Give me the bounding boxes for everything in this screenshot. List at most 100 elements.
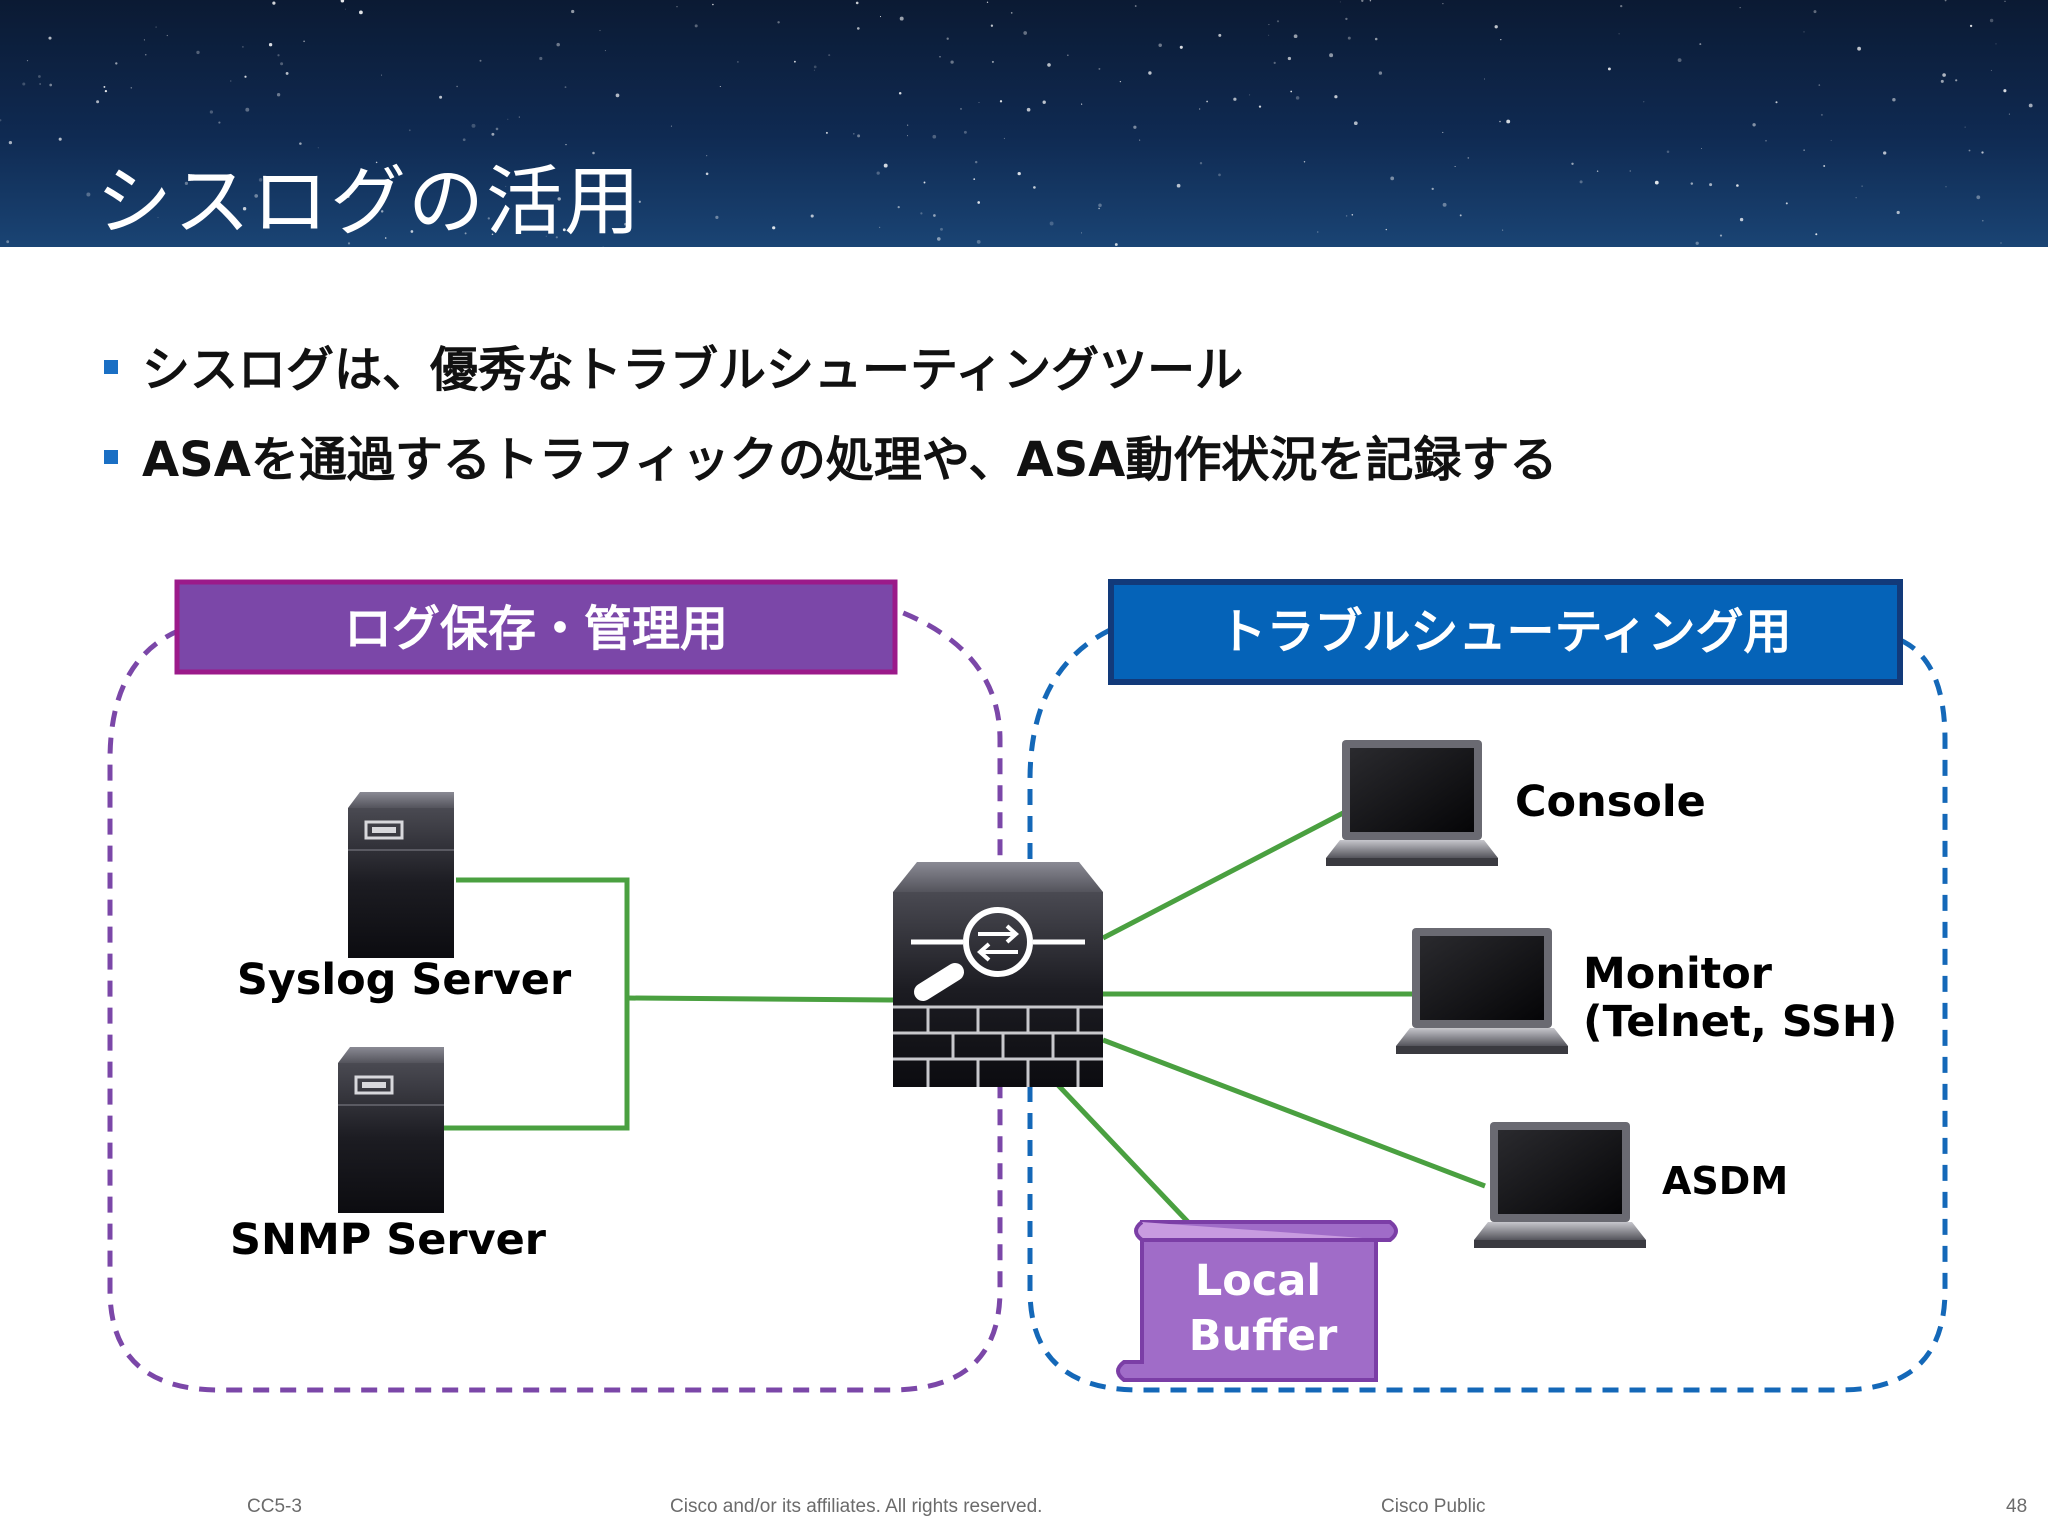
star: [340, 0, 345, 3]
local-buffer-label-line2: Buffer: [1189, 1311, 1338, 1361]
star: [879, 16, 882, 18]
star: [1290, 90, 1293, 93]
star: [986, 1, 989, 3]
star: [1607, 67, 1611, 71]
syslog-server-label: Syslog Server: [237, 955, 572, 1005]
star: [1643, 101, 1645, 103]
star: [1820, 113, 1823, 116]
star: [1431, 187, 1434, 191]
star: [1942, 73, 1946, 77]
star: [1258, 105, 1262, 108]
footer-code: CC5-3: [247, 1496, 302, 1517]
star: [1345, 17, 1348, 21]
star: [1981, 151, 1984, 154]
star: [855, 1, 859, 5]
star: [155, 26, 157, 28]
star: [615, 93, 620, 98]
star: [1017, 171, 1021, 176]
star: [932, 134, 937, 139]
star: [272, 1, 276, 5]
star: [49, 83, 53, 87]
star: [1293, 34, 1298, 39]
star: [670, 125, 672, 127]
star: [772, 226, 776, 230]
star: [1654, 180, 1659, 185]
star: [384, 237, 387, 239]
star: [1467, 157, 1470, 159]
star: [856, 27, 860, 30]
star: [592, 151, 595, 155]
star: [1003, 137, 1005, 140]
star: [1990, 69, 1992, 72]
star: [562, 228, 566, 232]
star: [923, 181, 926, 184]
star: [1666, 150, 1670, 153]
star: [1047, 63, 1051, 67]
star: [828, 54, 831, 57]
star: [1317, 231, 1319, 233]
star: [299, 142, 302, 145]
star: [456, 85, 458, 88]
star: [1736, 184, 1739, 187]
star: [1334, 95, 1338, 99]
star: [1287, 56, 1292, 61]
star: [479, 59, 482, 62]
star: [1861, 185, 1863, 187]
star: [1199, 162, 1203, 165]
star: [86, 192, 91, 197]
star: [1347, 36, 1351, 40]
star: [96, 100, 100, 104]
star: [462, 138, 466, 142]
star: [1442, 131, 1444, 133]
star: [1148, 71, 1152, 75]
bullet-item-2: ASAを通過するトラフィックの処理や、ASA動作状況を記録する: [104, 420, 1557, 490]
star: [242, 207, 247, 211]
star: [1098, 203, 1102, 207]
star: [638, 200, 641, 203]
star: [230, 80, 232, 82]
star: [166, 34, 168, 37]
star: [1739, 217, 1744, 222]
star: [1955, 79, 1958, 82]
star: [1968, 149, 1971, 152]
star: [876, 171, 880, 175]
star: [1139, 139, 1141, 141]
star: [273, 177, 276, 181]
star: [344, 8, 346, 10]
star: [604, 50, 606, 52]
star: [564, 86, 567, 89]
star: [1374, 37, 1378, 41]
monitor-laptop-icon: [1396, 928, 1568, 1054]
star: [1945, 186, 1947, 188]
star: [505, 185, 507, 187]
star: [551, 187, 556, 192]
star: [1815, 233, 1818, 236]
console-laptop-icon: [1326, 740, 1498, 866]
star: [571, 9, 575, 14]
star: [557, 197, 561, 201]
star: [1353, 121, 1358, 126]
star: [381, 74, 383, 76]
star: [599, 29, 601, 32]
header-banner: シスログの活用: [0, 0, 2048, 247]
star: [2004, 0, 2006, 2]
star: [1813, 10, 1817, 14]
left-group-boundary: [107, 607, 1003, 1393]
star: [518, 116, 520, 118]
star: [1442, 2, 1444, 5]
star: [6, 240, 10, 244]
star: [1803, 149, 1805, 151]
star: [1484, 78, 1486, 80]
star: [1677, 58, 1682, 63]
asa-firewall-icon: [893, 862, 1103, 1087]
star: [1098, 67, 1101, 70]
star: [1249, 94, 1251, 96]
star: [1158, 43, 1162, 47]
star: [464, 232, 467, 235]
star: [737, 61, 739, 63]
star: [898, 91, 902, 95]
star: [254, 194, 259, 198]
star: [1268, 24, 1270, 26]
star: [285, 71, 289, 75]
star: [1218, 173, 1221, 177]
